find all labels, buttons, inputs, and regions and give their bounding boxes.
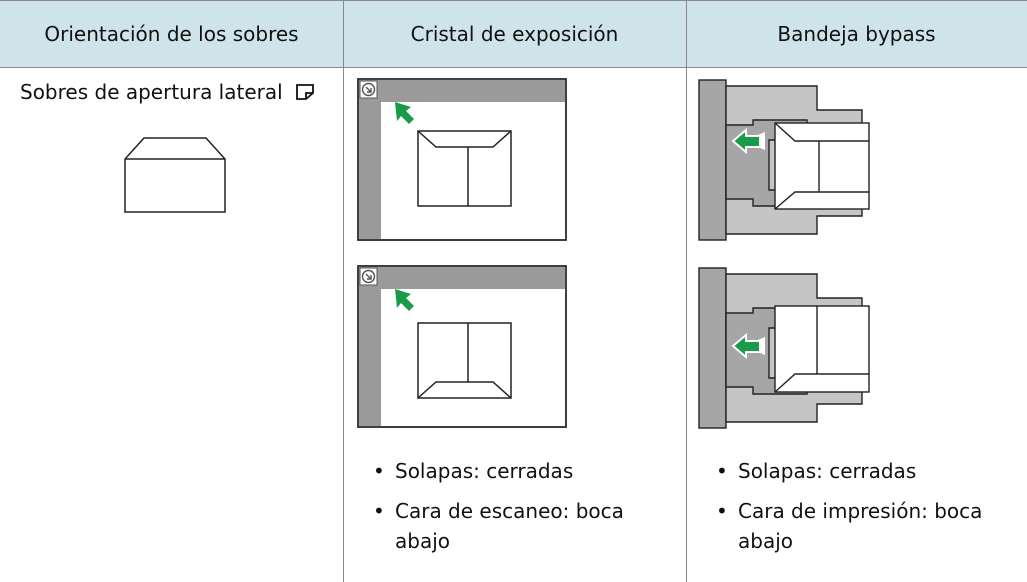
side-opening-envelope-illustration — [124, 137, 226, 213]
list-item: • Solapas: cerradas — [373, 459, 574, 483]
envelope-flap-icon — [296, 84, 314, 100]
column-divider-2 — [686, 0, 687, 582]
list-item: • Solapas: cerradas — [716, 459, 917, 483]
table-header — [0, 0, 1027, 67]
exposure-glass-notes: • Solapas: cerradas • Cara de escaneo: b… — [365, 456, 675, 566]
header-divider — [0, 67, 1027, 68]
list-item: • Cara de impresión: boca abajo — [716, 499, 983, 553]
bypass-tray-notes: • Solapas: cerradas • Cara de impresión:… — [708, 456, 1023, 566]
orientation-label: Sobres de apertura lateral — [20, 80, 283, 104]
header-orientation: Orientación de los sobres — [44, 21, 299, 46]
column-divider-1 — [343, 0, 344, 582]
bypass-tray-diagram-1 — [698, 79, 870, 241]
orientation-label-row: Sobres de apertura lateral — [20, 80, 315, 104]
header-exposure-glass: Cristal de exposición — [410, 21, 619, 46]
header-bypass-tray: Bandeja bypass — [777, 21, 936, 46]
exposure-glass-diagram-2 — [357, 265, 567, 428]
exposure-glass-diagram-1 — [357, 78, 567, 241]
list-item: • Cara de escaneo: boca abajo — [373, 499, 624, 553]
bypass-tray-diagram-2 — [698, 267, 870, 429]
table-top-border — [0, 0, 1027, 1]
